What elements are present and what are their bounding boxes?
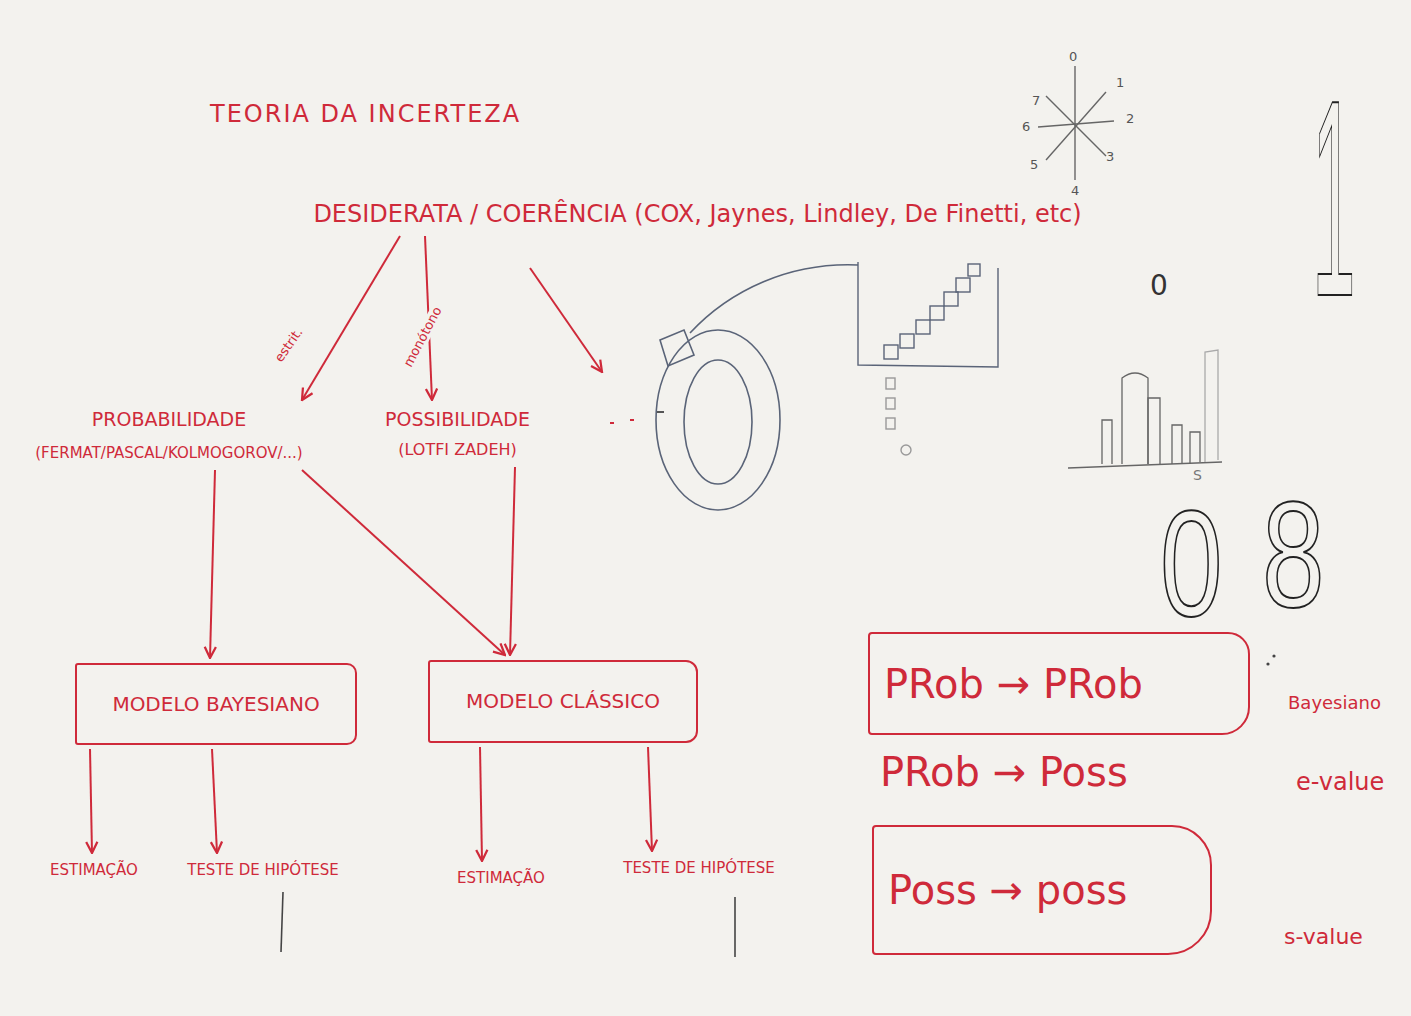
principle-node: DESIDERATA / COERÊNCIA (COX, Jaynes, Lin… [308, 196, 1087, 232]
connector-arrow [510, 467, 515, 655]
mapping-text: PRob → Poss [880, 752, 1128, 792]
mapping-box: PRob → PRob [868, 632, 1250, 735]
connector-arrow [212, 749, 217, 853]
node-text: ESTIMAÇÃO [457, 869, 545, 888]
connector-arrow [90, 749, 92, 853]
continuation-line [281, 892, 283, 952]
star-number: 4 [1071, 184, 1079, 197]
dot-marks [1266, 654, 1275, 665]
node-text: TESTE DE HIPÓTESE [623, 859, 775, 878]
star-sketch [1038, 66, 1114, 180]
doodle-letter: S [1193, 468, 1202, 482]
method-label: s-value [1284, 926, 1363, 948]
connector-arrow [480, 747, 482, 861]
method-label: Bayesiano [1288, 694, 1381, 712]
doodle-digit: 0 [1150, 272, 1168, 300]
star-number: 2 [1126, 112, 1134, 125]
node-text: (FERMAT/PASCAL/KOLMOGOROV/...) [35, 444, 302, 463]
task-node: TESTE DE HIPÓTESE [182, 858, 344, 883]
task-node: ESTIMAÇÃO [45, 858, 143, 883]
continuation-line [734, 897, 736, 957]
node-text: MODELO BAYESIANO [112, 692, 319, 717]
node-text: POSSIBILIDADE [385, 408, 530, 432]
mapping-box: Poss → poss [872, 825, 1212, 955]
method-label: e-value [1296, 770, 1384, 794]
star-number: 0 [1069, 50, 1077, 63]
node-text: Poss → poss [888, 865, 1127, 915]
node-text: DESIDERATA / COERÊNCIA (COX, Jaynes, Lin… [313, 199, 1081, 229]
theory-node: POSSIBILIDADE (LOTFI ZADEH) [380, 405, 535, 463]
node-text: ESTIMAÇÃO [50, 861, 138, 880]
model-box: MODELO BAYESIANO [75, 663, 357, 745]
connector-arrow [302, 236, 400, 400]
star-number: 6 [1022, 120, 1030, 133]
star-number: 7 [1032, 94, 1040, 107]
star-number: 1 [1116, 76, 1124, 89]
theory-node: PROBABILIDADE (FERMAT/PASCAL/KOLMOGOROV/.… [30, 405, 308, 466]
connector-arrow [302, 470, 505, 655]
outline-digit: 0 [1160, 489, 1223, 639]
edge-label: estrit. [271, 324, 307, 367]
task-node: ESTIMAÇÃO [452, 866, 550, 891]
node-text: (LOTFI ZADEH) [398, 440, 517, 460]
open-arrow [530, 268, 602, 372]
star-number: 3 [1106, 150, 1114, 163]
node-text: PRob → PRob [884, 659, 1143, 709]
edge-label: monótono [400, 303, 446, 372]
node-text: TESTE DE HIPÓTESE [187, 861, 339, 880]
star-number: 5 [1030, 158, 1038, 171]
bars-sketch [1068, 350, 1222, 468]
model-box: MODELO CLÁSSICO [428, 660, 698, 743]
node-text: PROBABILIDADE [92, 408, 246, 432]
task-node: TESTE DE HIPÓTESE [618, 856, 780, 881]
ring-sketch [656, 265, 858, 510]
node-text: MODELO CLÁSSICO [466, 689, 660, 714]
outline-digit: 8 [1262, 480, 1325, 630]
outline-digit: 1 [1312, 58, 1356, 338]
diagram-title: TEORIA DA INCERTEZA [210, 100, 521, 128]
connector-arrow [648, 747, 652, 851]
connector-arrow [210, 470, 215, 658]
stairs-sketch [858, 262, 998, 455]
